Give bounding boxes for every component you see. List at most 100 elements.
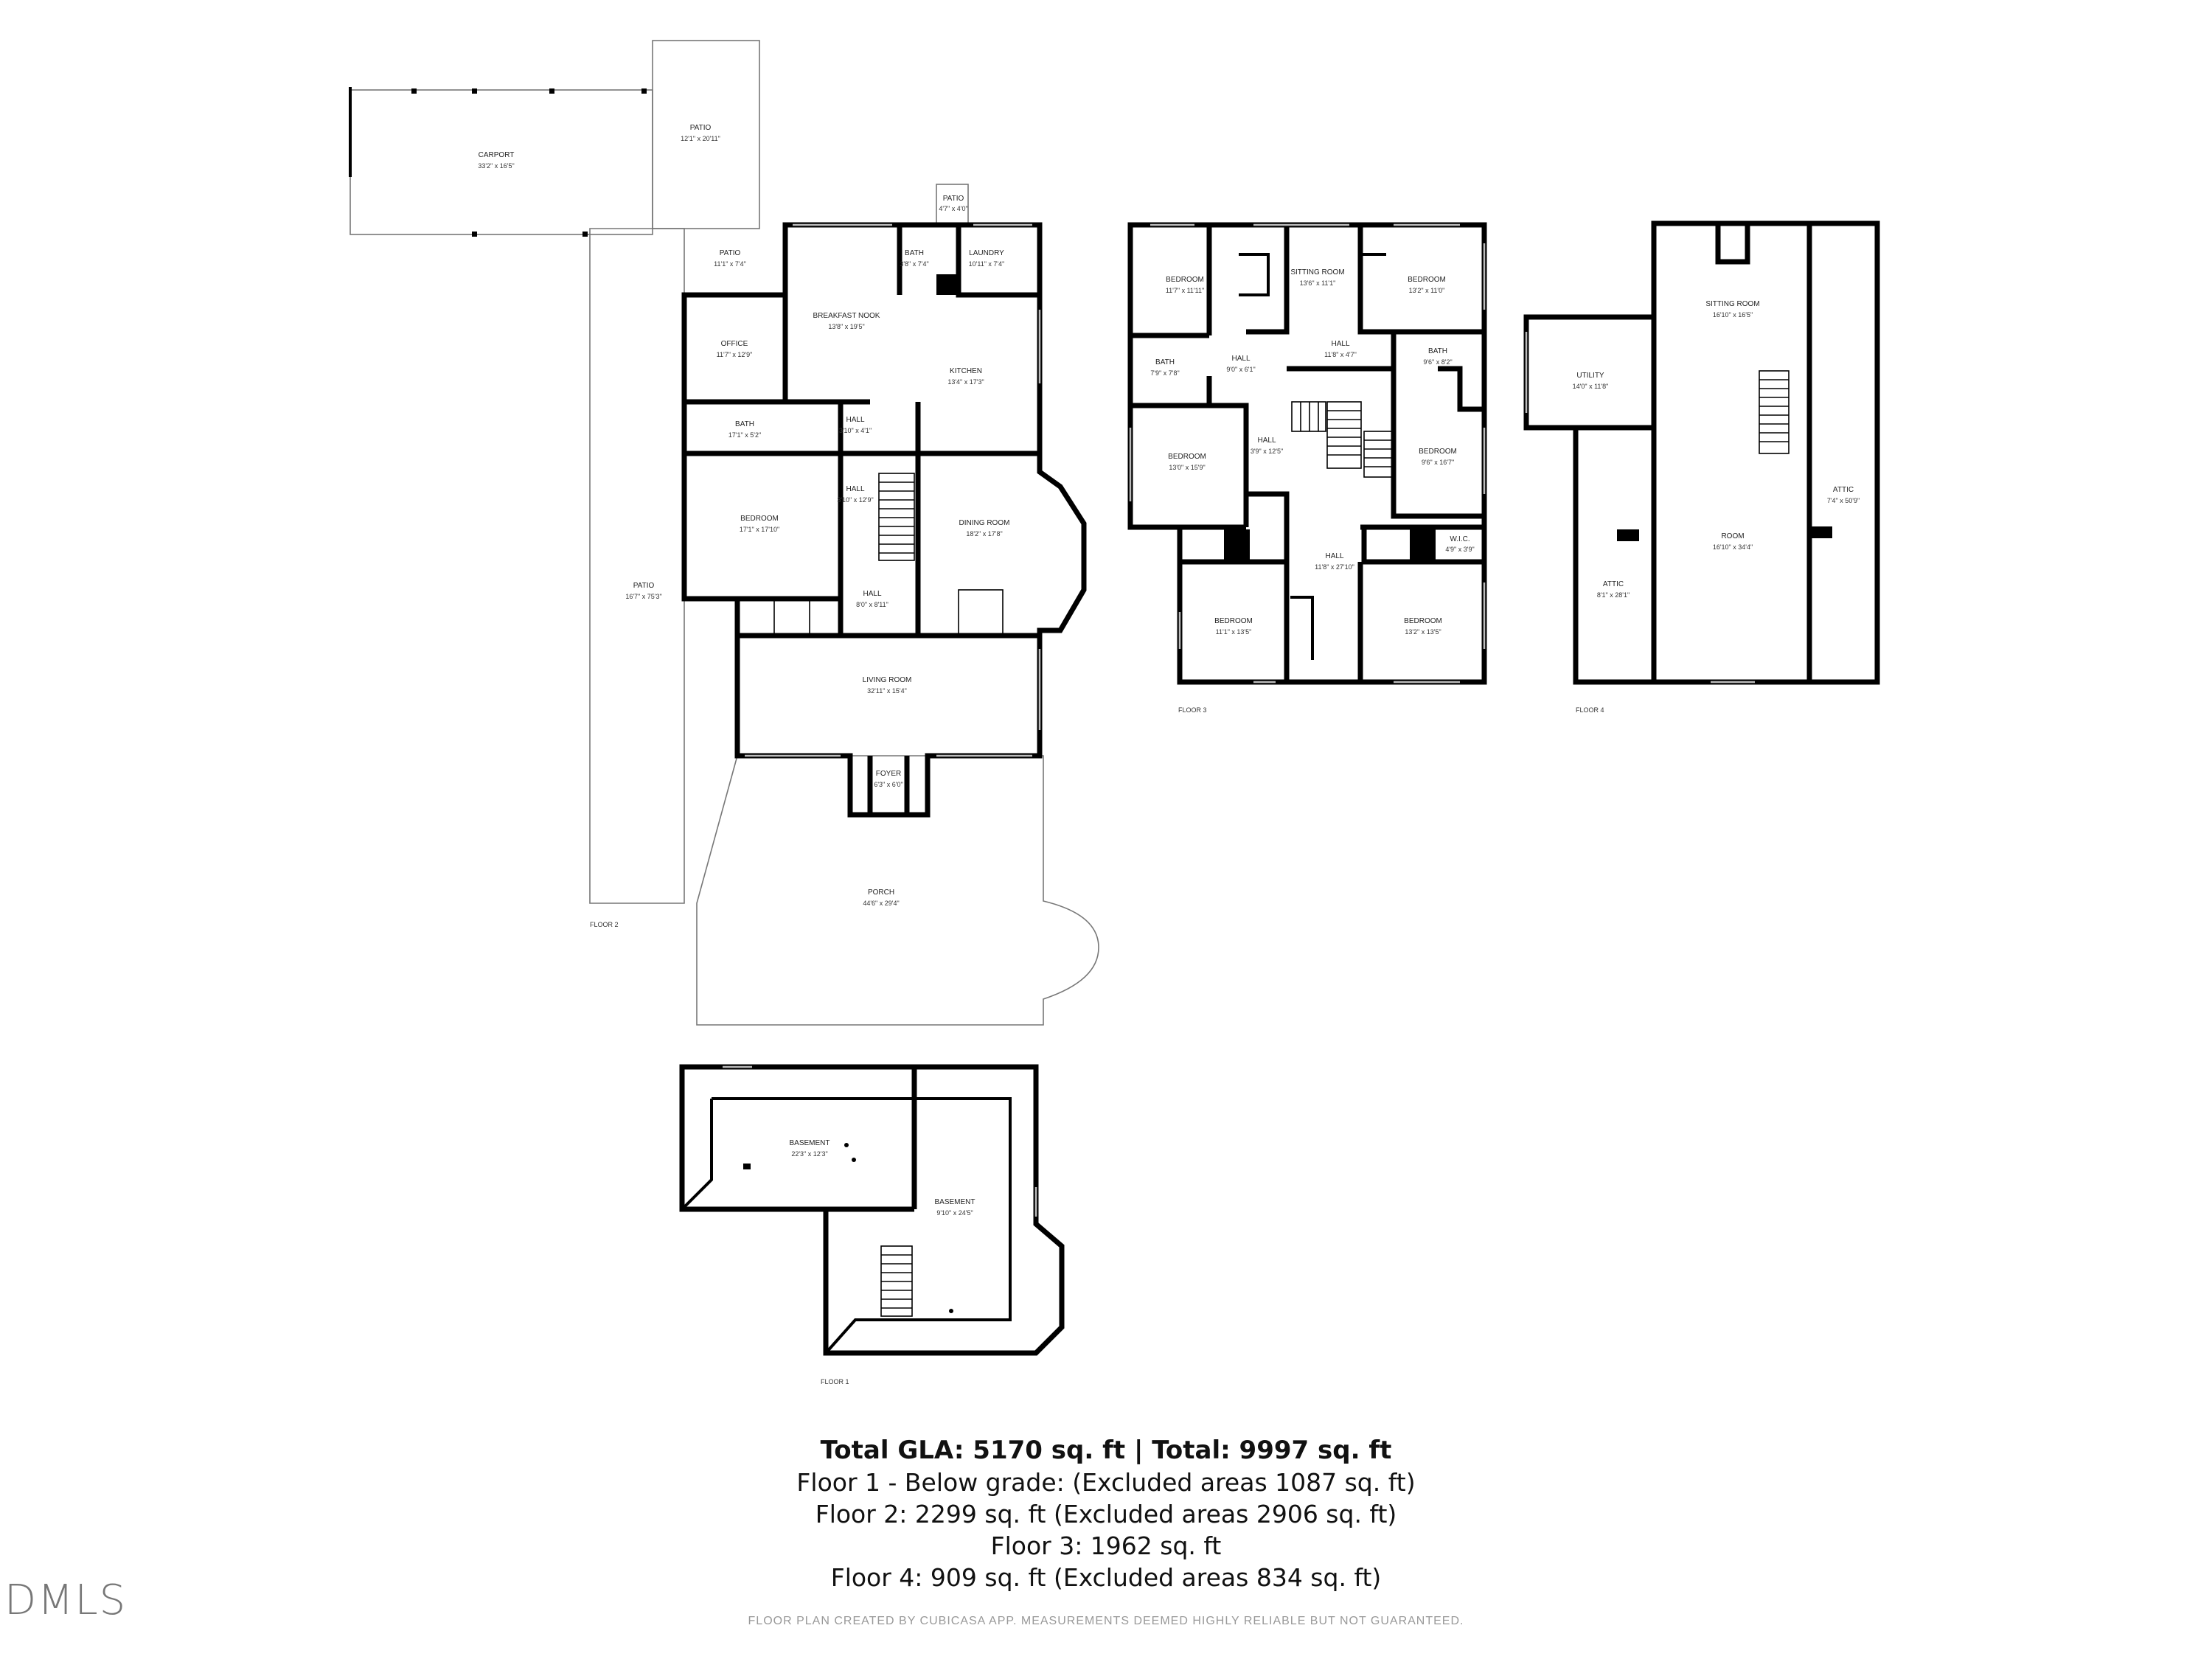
room-dim-carport: 33'2" x 16'5" (478, 162, 514, 170)
room-dim-attic-w: 8'1" x 28'1" (1597, 591, 1630, 599)
room-dim-bed-f3-nw: 11'7" x 11'11" (1166, 287, 1204, 294)
room-name-patio-nw: PATIO (720, 249, 741, 257)
floor-4-area: Floor 4: 909 sq. ft (Excluded areas 834 … (830, 1563, 1382, 1592)
room-name-patio-small: PATIO (943, 195, 964, 203)
room-dim-basement-b: 9'10" x 24'5" (936, 1209, 973, 1217)
basement-exterior-walls (679, 1064, 1065, 1356)
room-name-bath-f2a: BATH (905, 249, 924, 257)
room-dim-bed-f3-e: 9'6" x 16'7" (1422, 459, 1454, 466)
floor-1-plan (679, 1064, 1065, 1356)
floor-labels: FLOOR 2 FLOOR 1 FLOOR 3 FLOOR 4 (590, 706, 1604, 1385)
room-name-sitting-f4: SITTING ROOM (1705, 300, 1759, 308)
room-name-bath-f3a: BATH (1155, 358, 1175, 366)
room-name-basement-b: BASEMENT (934, 1198, 975, 1206)
room-dim-hall-f3d: 11'8" x 27'10" (1315, 563, 1354, 571)
room-dim-hall-f2c: 8'0" x 8'11" (856, 601, 888, 608)
room-dim-hall-f2a: 3'10" x 4'1" (839, 427, 872, 434)
room-dim-bedroom-f2: 17'1" x 17'10" (740, 526, 779, 533)
room-name-hall-f3c: HALL (1257, 437, 1276, 445)
room-name-living: LIVING ROOM (863, 676, 912, 684)
room-name-patio-top: PATIO (690, 124, 712, 132)
floor-2-area: Floor 2: 2299 sq. ft (Excluded areas 290… (815, 1500, 1397, 1528)
floor-4-exterior-walls (1523, 220, 1880, 685)
room-dim-dining: 18'2" x 17'8" (966, 530, 1002, 538)
total-area: Total GLA: 5170 sq. ft | Total: 9997 sq.… (820, 1436, 1392, 1465)
room-dim-bed-f3-w: 13'0" x 15'9" (1169, 464, 1205, 471)
room-dim-room-f4: 16'10" x 34'4" (1713, 543, 1753, 551)
room-dim-attic-e: 7'4" x 50'9" (1827, 497, 1860, 504)
room-name-basement-a: BASEMENT (789, 1139, 830, 1147)
room-dim-patio-small: 4'7" x 4'0" (939, 205, 967, 212)
floor-label-1: FLOOR 1 (821, 1378, 849, 1385)
room-dim-hall-f3a: 9'0" x 6'1" (1226, 366, 1255, 373)
room-dim-bath-f2a: 3'8" x 7'4" (900, 260, 928, 268)
room-dim-porch: 44'6" x 29'4" (863, 900, 899, 907)
floor-3-area: Floor 3: 1962 sq. ft (990, 1531, 1222, 1560)
room-dim-patio-w: 16'7" x 75'3" (625, 593, 661, 600)
room-name-attic-e: ATTIC (1833, 486, 1854, 494)
disclaimer-text: FLOOR PLAN CREATED BY CUBICASA APP. MEAS… (748, 1615, 1464, 1627)
room-dim-sitting-f3: 13'6" x 11'1" (1300, 279, 1336, 287)
room-dim-foyer: 6'3" x 6'0" (874, 781, 902, 788)
floor-3-plan (1127, 222, 1487, 685)
room-dim-patio-top: 12'1" x 20'11" (681, 135, 720, 142)
patio-west-outline (589, 228, 685, 904)
room-dim-kitchen: 13'4" x 17'3" (947, 378, 984, 386)
room-name-bed-f3-se: BEDROOM (1404, 617, 1442, 625)
floor-label-4: FLOOR 4 (1576, 706, 1604, 714)
room-name-wic: W.I.C. (1450, 535, 1470, 543)
room-dim-living: 32'11" x 15'4" (867, 687, 907, 695)
room-name-bed-f3-ne: BEDROOM (1408, 276, 1446, 284)
room-name-room-f4: ROOM (1721, 532, 1744, 540)
room-name-bath-f2b: BATH (735, 420, 754, 428)
room-dim-basement-a: 22'3" x 12'3" (791, 1150, 827, 1158)
room-name-breakfast: BREAKFAST NOOK (813, 312, 880, 320)
room-dim-breakfast: 13'8" x 19'5" (828, 323, 864, 330)
room-name-kitchen: KITCHEN (950, 367, 982, 375)
room-dim-bath-f2b: 17'1" x 5'2" (728, 431, 761, 439)
room-name-attic-w: ATTIC (1603, 580, 1624, 588)
area-summary: Total GLA: 5170 sq. ft | Total: 9997 sq.… (0, 1434, 2212, 1593)
room-name-carport: CARPORT (479, 151, 515, 159)
room-name-hall-f3a: HALL (1231, 355, 1250, 363)
room-dim-sitting-f4: 16'10" x 16'5" (1713, 311, 1753, 319)
room-name-bed-f3-sw: BEDROOM (1214, 617, 1253, 625)
room-name-sitting-f3: SITTING ROOM (1290, 268, 1344, 276)
room-dim-laundry: 10'11" x 7'4" (969, 260, 1005, 268)
floor-1-area: Floor 1 - Below grade: (Excluded areas 1… (796, 1468, 1416, 1497)
house-exterior-walls (681, 222, 1087, 818)
stairs-f1 (880, 1245, 913, 1317)
room-dim-bed-f3-ne: 13'2" x 11'0" (1409, 287, 1445, 294)
room-name-bed-f3-w: BEDROOM (1168, 453, 1206, 461)
room-dim-hall-f3c: 3'9" x 12'5" (1251, 448, 1283, 455)
floor-label-2: FLOOR 2 (590, 921, 619, 928)
room-dim-bed-f3-sw: 11'1" x 13'5" (1216, 628, 1252, 636)
room-name-porch: PORCH (868, 888, 894, 897)
room-name-laundry: LAUNDRY (969, 249, 1004, 257)
room-name-bedroom-f2: BEDROOM (740, 515, 779, 523)
stairs-f4 (1759, 370, 1790, 454)
room-dim-office: 11'7" x 12'9" (717, 351, 753, 358)
stairs-f2 (878, 473, 915, 561)
room-dim-hall-f3b: 11'8" x 4'7" (1324, 351, 1357, 358)
floor-label-3: FLOOR 3 (1178, 706, 1207, 714)
room-name-office: OFFICE (721, 340, 748, 348)
stairs-f3 (1291, 401, 1394, 478)
room-name-hall-f3b: HALL (1331, 340, 1349, 348)
room-name-patio-w: PATIO (633, 582, 655, 590)
room-name-hall-f2c: HALL (863, 590, 881, 598)
room-labels: CARPORT 33'2" x 16'5" PATIO 12'1" x 20'1… (478, 124, 1860, 1217)
room-dim-bath-f3a: 7'9" x 7'8" (1150, 369, 1179, 377)
porch-outline (696, 755, 1099, 1026)
room-name-bed-f3-nw: BEDROOM (1166, 276, 1204, 284)
floor-4-plan (1523, 220, 1880, 685)
room-name-hall-f2b: HALL (846, 485, 864, 493)
patio-top-outline (652, 40, 760, 229)
room-dim-patio-nw: 11'1" x 7'4" (714, 260, 746, 268)
room-name-foyer: FOYER (876, 770, 901, 778)
room-name-hall-f2a: HALL (846, 416, 864, 424)
room-name-hall-f3d: HALL (1325, 552, 1343, 560)
room-dim-bath-f3b: 9'6" x 8'2" (1423, 358, 1452, 366)
dmls-logo: DMLS (4, 1576, 128, 1624)
